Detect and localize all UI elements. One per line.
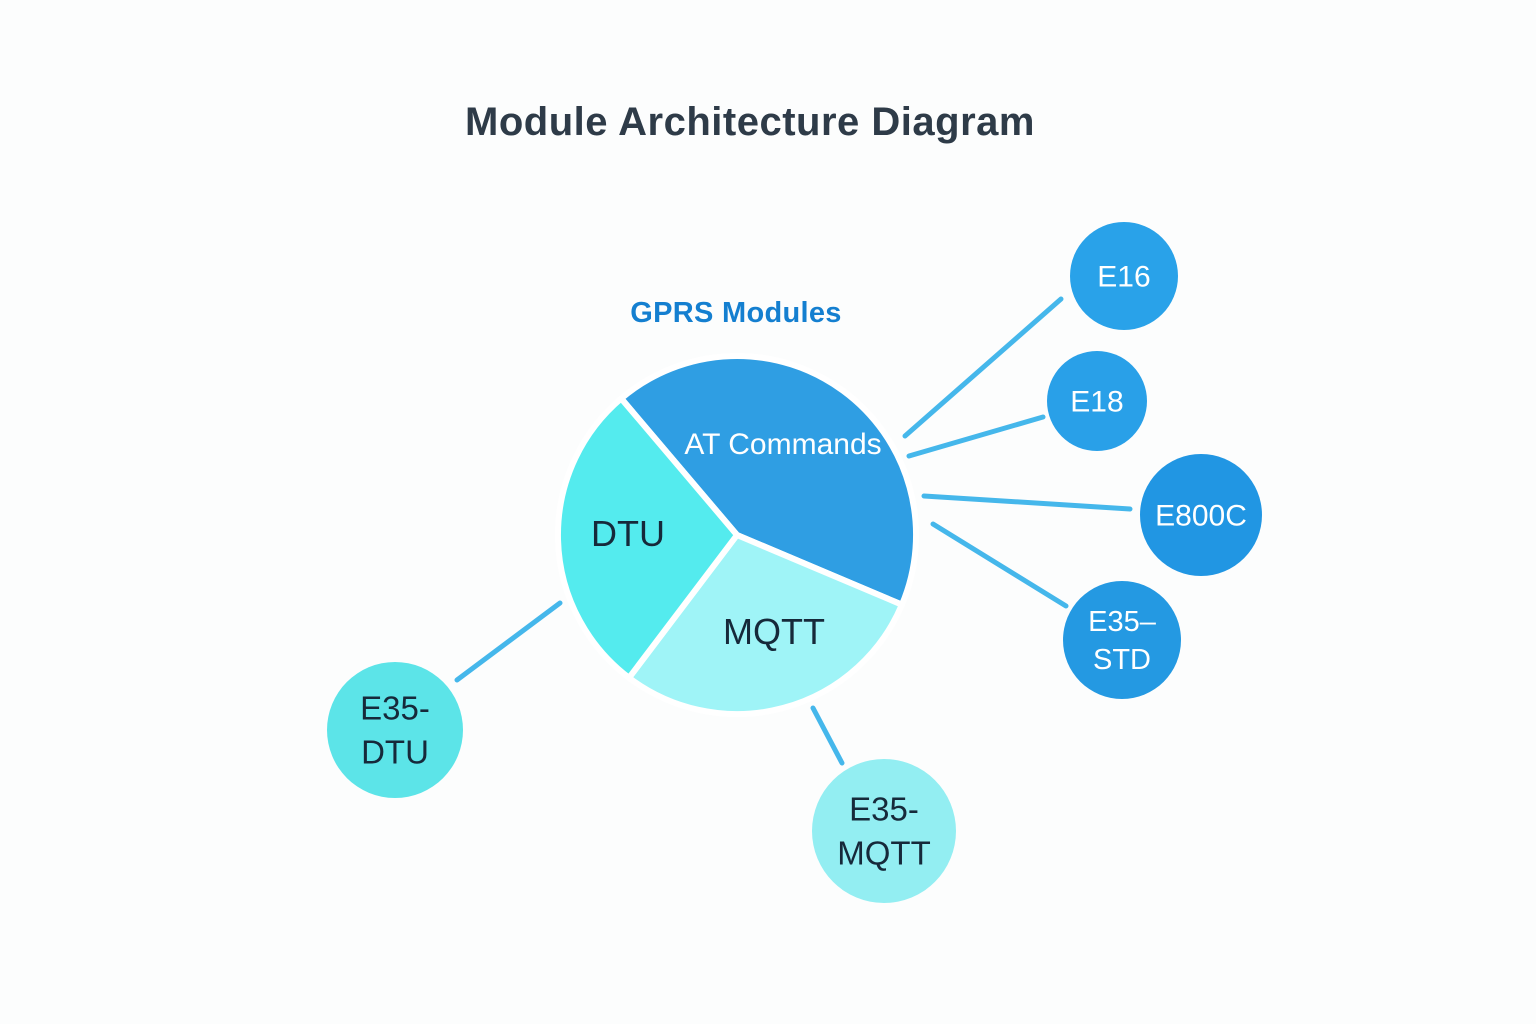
node-label-e18: E18 [1070, 386, 1123, 419]
pie-segment-at-commands [618, 352, 919, 608]
connector-pie-e800c [921, 493, 1133, 512]
connector-lines [454, 296, 1133, 766]
node-label-line: DTU [361, 734, 429, 771]
pie-segment-mqtt [626, 532, 905, 718]
node-e800c: E800C [1140, 454, 1262, 576]
pie-label-at-commands: AT Commands [684, 428, 881, 461]
node-label-e35-std: E35– STD [1088, 606, 1157, 676]
node-circle-e35-mqtt [812, 759, 956, 903]
connector-pie-e35-std [930, 521, 1069, 609]
diagram-group-label: GPRS Modules [630, 297, 841, 329]
node-label-line: STD [1093, 644, 1151, 676]
node-e16: E16 [1070, 222, 1178, 330]
node-circle-e35-std [1063, 581, 1181, 699]
pie-label-dtu: DTU [591, 513, 665, 554]
node-circle-e800c [1140, 454, 1262, 576]
pie-segment-dtu [554, 395, 740, 681]
node-e18: E18 [1047, 351, 1147, 451]
node-label-line: E16 [1097, 261, 1150, 294]
node-circle-e35-dtu [327, 662, 463, 798]
node-e35-dtu: E35- DTU [327, 662, 463, 798]
node-label-line: MQTT [837, 835, 930, 872]
node-label-e16: E16 [1097, 261, 1150, 294]
node-e35-mqtt: E35- MQTT [812, 759, 956, 903]
connector-pie-e35-dtu [454, 600, 563, 683]
node-label-line: E35– [1088, 606, 1157, 638]
pie-label-mqtt: MQTT [723, 611, 825, 652]
page-title: Module Architecture Diagram [465, 100, 1035, 144]
node-label-line: E18 [1070, 386, 1123, 419]
node-label-e35-dtu: E35- DTU [360, 690, 430, 771]
connector-pie-e35-mqtt [810, 705, 845, 766]
connector-pie-e18 [906, 414, 1046, 459]
node-circle-e16 [1070, 222, 1178, 330]
node-label-line: E800C [1155, 500, 1247, 533]
node-e35-std: E35– STD [1063, 581, 1181, 699]
node-circle-e18 [1047, 351, 1147, 451]
node-label-line: E35- [849, 791, 919, 828]
node-label-e35-mqtt: E35- MQTT [837, 791, 930, 872]
pie-chart: AT Commands MQTT DTU [554, 352, 919, 718]
node-label-line: E35- [360, 690, 430, 727]
node-label-e800c: E800C [1155, 500, 1247, 533]
connector-pie-e16 [902, 296, 1064, 439]
